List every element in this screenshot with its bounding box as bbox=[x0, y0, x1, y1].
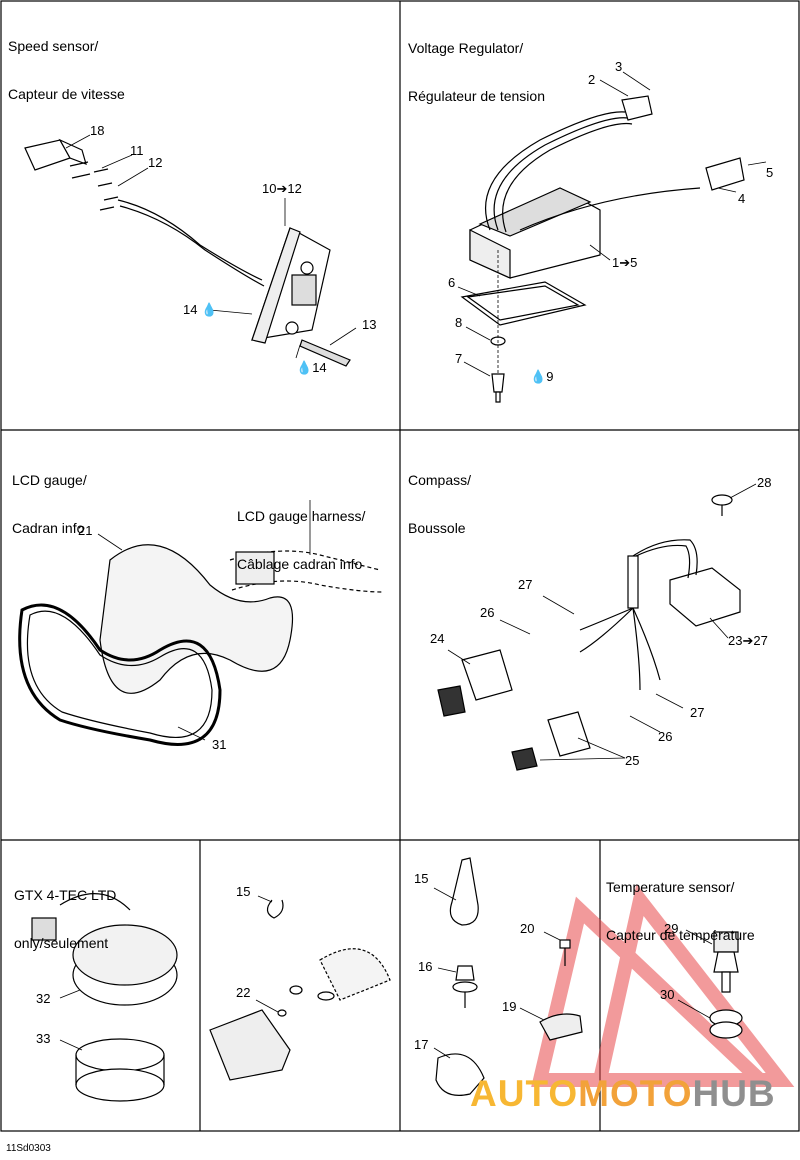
watermark-hub: HUB bbox=[692, 1073, 776, 1114]
callout-9: 💧9 bbox=[530, 370, 553, 384]
callout-3: 3 bbox=[615, 59, 623, 74]
voltage-regulator-leaders bbox=[457, 71, 767, 377]
callout-23-27: 23➔27 bbox=[728, 633, 768, 648]
callout-14-b-text: 14 bbox=[312, 360, 327, 375]
gtx-leaders bbox=[59, 989, 83, 1051]
callout-18: 18 bbox=[90, 123, 105, 138]
callout-29: 29 bbox=[664, 921, 679, 936]
callout-15-b: 15 bbox=[414, 871, 429, 886]
callout-7: 7 bbox=[455, 351, 463, 366]
gtx-title: GTX 4-TEC LTD only/seulement bbox=[14, 855, 116, 967]
gtx-title-en: GTX 4-TEC LTD bbox=[14, 887, 117, 903]
callout-13: 13 bbox=[362, 317, 377, 332]
callout-27-b: 27 bbox=[690, 705, 705, 720]
voltage-regulator-title-fr: Régulateur de tension bbox=[408, 88, 545, 104]
callout-15-a: 15 bbox=[236, 884, 251, 899]
callout-10-12: 10➔12 bbox=[262, 181, 302, 196]
speed-sensor-leaders bbox=[65, 134, 357, 359]
temperature-sensor-title-en: Temperature sensor/ bbox=[606, 879, 735, 895]
watermark-moto: MOTO bbox=[578, 1073, 693, 1114]
callout-32: 32 bbox=[36, 991, 51, 1006]
callout-33: 33 bbox=[36, 1031, 51, 1046]
callout-6: 6 bbox=[448, 275, 456, 290]
voltage-regulator-title: Voltage Regulator/ Régulateur de tension bbox=[408, 8, 545, 120]
voltage-regulator-title-en: Voltage Regulator/ bbox=[408, 40, 524, 56]
callout-2: 2 bbox=[588, 72, 596, 87]
lcd-gauge-drawing bbox=[18, 544, 383, 746]
temperature-sensor-leaders bbox=[677, 929, 713, 1019]
watermark-auto: AUTO bbox=[470, 1073, 579, 1114]
callout-14-a-text: 14 bbox=[183, 302, 198, 317]
speed-sensor-title-fr: Capteur de vitesse bbox=[8, 86, 125, 102]
watermark-text: AUTOMOTOHUB bbox=[470, 1073, 776, 1115]
callout-14-b: 💧14 bbox=[296, 361, 327, 375]
callout-26-a: 26 bbox=[480, 605, 495, 620]
callout-20: 20 bbox=[520, 921, 535, 936]
callout-19: 19 bbox=[502, 999, 517, 1014]
callout-1-5: 1➔5 bbox=[612, 255, 638, 270]
compass-title: Compass/ Boussole bbox=[408, 440, 471, 552]
panel-grid bbox=[0, 0, 800, 1132]
voltage-regulator-drawing bbox=[460, 95, 745, 403]
callout-26-b: 26 bbox=[658, 729, 673, 744]
callout-24: 24 bbox=[430, 631, 445, 646]
lcd-harness-label-fr: Câblage cadran info bbox=[237, 556, 363, 572]
compass-drawing bbox=[437, 494, 741, 771]
lcd-gauge-leaders bbox=[97, 500, 311, 741]
lcd-gauge-title-fr: Cadran info bbox=[12, 520, 85, 536]
fasteners-leaders bbox=[433, 887, 561, 1059]
callout-4: 4 bbox=[738, 191, 746, 206]
drop-icon: 💧 bbox=[530, 369, 547, 384]
lcd-harness-label: LCD gauge harness/ Câblage cadran info bbox=[237, 476, 365, 588]
callout-25: 25 bbox=[625, 753, 640, 768]
temperature-sensor-title: Temperature sensor/ Capteur de températu… bbox=[606, 847, 755, 959]
lcd-harness-label-en: LCD gauge harness/ bbox=[237, 508, 366, 524]
drawing-reference: 11Sd0303 bbox=[6, 1143, 51, 1154]
callout-16: 16 bbox=[418, 959, 433, 974]
callout-8: 8 bbox=[455, 315, 463, 330]
compass-leaders bbox=[447, 483, 757, 761]
gtx-drawing bbox=[31, 893, 178, 1102]
callout-12: 12 bbox=[148, 155, 163, 170]
callout-31: 31 bbox=[212, 737, 227, 752]
drop-icon: 💧 bbox=[201, 302, 218, 317]
temperature-sensor-title-fr: Capteur de température bbox=[606, 927, 755, 943]
gtx-title-fr: only/seulement bbox=[14, 935, 109, 951]
compass-title-en: Compass/ bbox=[408, 472, 472, 488]
callout-30: 30 bbox=[660, 987, 675, 1002]
fasteners-drawing bbox=[435, 857, 583, 1096]
cable-tie-gauge-leaders bbox=[255, 895, 279, 1013]
drop-icon: 💧 bbox=[296, 360, 313, 375]
callout-9-text: 9 bbox=[546, 369, 554, 384]
callout-22: 22 bbox=[236, 985, 251, 1000]
cable-tie-gauge-drawing bbox=[209, 899, 391, 1081]
compass-title-fr: Boussole bbox=[408, 520, 466, 536]
callout-28: 28 bbox=[757, 475, 772, 490]
lcd-gauge-title-en: LCD gauge/ bbox=[12, 472, 87, 488]
callout-27-a: 27 bbox=[518, 577, 533, 592]
callout-14-a: 14 💧 bbox=[183, 303, 217, 317]
callout-17: 17 bbox=[414, 1037, 429, 1052]
lcd-gauge-title: LCD gauge/ Cadran info bbox=[12, 440, 87, 552]
temperature-sensor-drawing bbox=[709, 931, 743, 1039]
callout-5: 5 bbox=[766, 165, 774, 180]
speed-sensor-title: Speed sensor/ Capteur de vitesse bbox=[8, 6, 125, 118]
callout-21: 21 bbox=[78, 523, 93, 538]
speed-sensor-drawing bbox=[24, 138, 351, 367]
watermark-logo bbox=[531, 883, 795, 1087]
speed-sensor-title-en: Speed sensor/ bbox=[8, 38, 99, 54]
callout-11: 11 bbox=[130, 143, 144, 158]
